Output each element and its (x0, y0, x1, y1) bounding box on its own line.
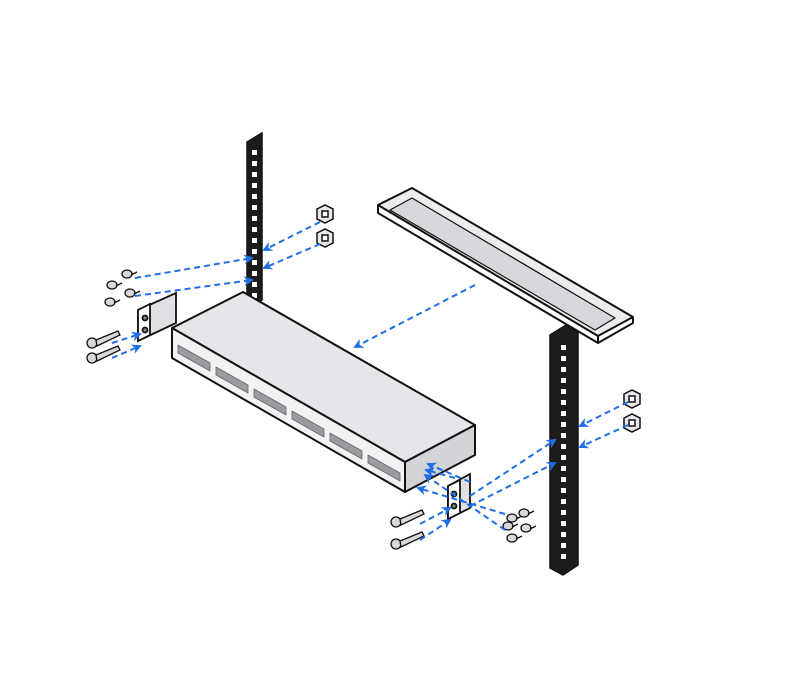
long-screw-thread (399, 531, 425, 548)
dashed-arrow (262, 243, 321, 270)
rail-hole (252, 227, 257, 232)
long-screw-thread (95, 345, 121, 362)
rail-hole (252, 183, 257, 188)
dashed-arrow (469, 462, 557, 507)
screw-shaft (130, 271, 138, 276)
dashed-arrow (419, 518, 452, 541)
right-rack-rail (549, 324, 579, 576)
dashed-arrow (353, 284, 476, 348)
rack-shelf (377, 187, 634, 344)
cage-nut-hole (321, 234, 329, 242)
rail-hole (252, 194, 257, 199)
dashed-arrow (262, 221, 321, 251)
screw-shaft (511, 523, 519, 528)
small-screw (104, 297, 116, 307)
screw-shaft (527, 510, 535, 515)
dashed-arrow (111, 331, 142, 344)
small-screw (106, 280, 118, 290)
rail-hole (561, 356, 566, 361)
rail-hole (252, 172, 257, 177)
rail-hole (561, 400, 566, 405)
port-group (329, 432, 363, 460)
rail-hole (561, 554, 566, 559)
dashed-arrow (134, 254, 254, 279)
small-screw (506, 513, 518, 523)
dashed-arrow (578, 401, 629, 427)
rail-hole (561, 367, 566, 372)
rail-hole (252, 238, 257, 243)
small-screw (520, 523, 532, 533)
installation-arrows (111, 221, 629, 541)
dashed-arrow (426, 462, 471, 483)
dashed-arrow (111, 344, 142, 359)
rail-hole (561, 477, 566, 482)
small-screw (506, 533, 518, 543)
small-screw (124, 288, 136, 298)
rail-hole (561, 422, 566, 427)
dashed-arrow (578, 424, 629, 449)
screw-shaft (133, 290, 141, 295)
rail-hole (561, 411, 566, 416)
rail-hole (252, 293, 257, 298)
dashed-arrow (469, 438, 557, 497)
long-screw-thread (399, 509, 425, 526)
cage-nuts (316, 204, 641, 433)
rail-hole (252, 249, 257, 254)
rail-hole (561, 444, 566, 449)
rail-hole (252, 161, 257, 166)
rail-hole (561, 466, 566, 471)
rail-hole (561, 521, 566, 526)
cage-nut-hole (628, 395, 636, 403)
long-screw-head (390, 516, 402, 528)
screw-shaft (529, 525, 537, 530)
rail-hole (561, 378, 566, 383)
small-screw (518, 508, 530, 518)
rail-hole (252, 282, 257, 287)
left-rack-rail (246, 131, 263, 310)
port-group (291, 410, 325, 438)
screw-shaft (515, 535, 523, 540)
long-screw-thread (95, 330, 121, 347)
dashed-arrow (424, 467, 456, 479)
screw-shaft (115, 282, 123, 287)
port-group (215, 366, 249, 394)
rail-hole (561, 499, 566, 504)
screw-shaft (113, 299, 121, 304)
port-group (367, 454, 401, 482)
left-mounting-bracket (137, 291, 177, 343)
rail-hole (561, 345, 566, 350)
rail-hole (252, 216, 257, 221)
rail-hole (561, 532, 566, 537)
rail-hole (252, 205, 257, 210)
dashed-arrow (423, 473, 506, 531)
long-screw-head (86, 352, 98, 364)
long-screw-head (390, 538, 402, 550)
network-switch (171, 291, 476, 493)
rail-hole (561, 543, 566, 548)
port-group (177, 344, 211, 372)
rail-hole (561, 455, 566, 460)
small-screw (121, 269, 133, 279)
long-screw-head (86, 337, 98, 349)
rail-hole (252, 271, 257, 276)
rail-hole (561, 510, 566, 515)
rail-hole (252, 150, 257, 155)
screws (86, 269, 537, 550)
rail-hole (561, 389, 566, 394)
port-group (253, 388, 287, 416)
rail-hole (561, 488, 566, 493)
dashed-arrow (134, 276, 254, 297)
dashed-arrow (419, 507, 452, 525)
cage-nut-hole (628, 419, 636, 427)
rail-hole (561, 433, 566, 438)
cage-nut-hole (321, 210, 329, 218)
rail-hole (252, 260, 257, 265)
